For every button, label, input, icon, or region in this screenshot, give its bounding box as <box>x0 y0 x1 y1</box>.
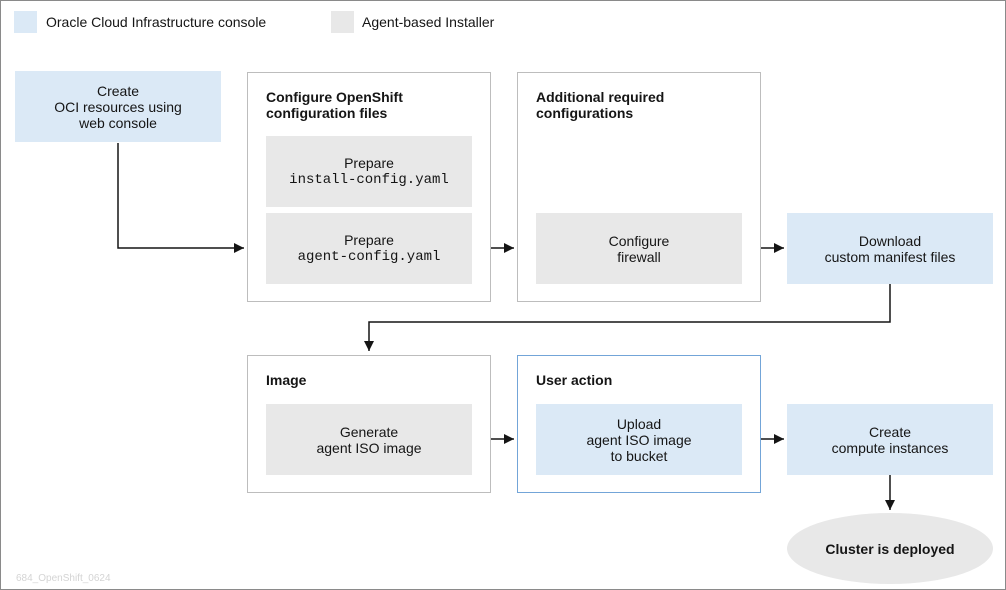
group-image-title: Image <box>266 372 307 388</box>
step-configure-firewall-text: Configure firewall <box>608 232 670 265</box>
install-config-filename: install-config.yaml <box>289 172 449 188</box>
group-additional-configurations-title: Additional required configurations <box>536 89 665 121</box>
step-prepare-install-config: Prepare install-config.yaml <box>266 136 472 207</box>
step-configure-firewall: Configure firewall <box>536 213 742 284</box>
legend-swatch-oci-console <box>14 11 37 33</box>
step-prepare-agent-config: Prepare agent-config.yaml <box>266 213 472 284</box>
step-create-oci-resources: Create OCI resources using web console <box>15 71 221 142</box>
terminal-cluster-deployed: Cluster is deployed <box>787 513 993 584</box>
step-create-oci-resources-text: Create OCI resources using web console <box>54 82 182 131</box>
step-download-manifest-files-text: Download custom manifest files <box>824 232 956 265</box>
step-generate-iso-text: Generate agent ISO image <box>316 423 422 456</box>
step-prepare-agent-config-text: Prepare <box>344 232 394 248</box>
agent-config-filename: agent-config.yaml <box>297 249 441 265</box>
step-create-compute-instances: Create compute instances <box>787 404 993 475</box>
group-user-action-title: User action <box>536 372 613 388</box>
figure-id-watermark: 684_OpenShift_0624 <box>16 573 111 584</box>
arrow-download-to-image <box>364 284 891 351</box>
arrow-oci-to-configure <box>117 143 244 253</box>
step-upload-iso-text: Upload agent ISO image to bucket <box>586 415 692 464</box>
step-download-manifest-files: Download custom manifest files <box>787 213 993 284</box>
legend-swatch-agent-installer <box>331 11 354 33</box>
step-create-compute-instances-text: Create compute instances <box>831 423 949 456</box>
step-generate-iso: Generate agent ISO image <box>266 404 472 475</box>
step-upload-iso: Upload agent ISO image to bucket <box>536 404 742 475</box>
terminal-cluster-deployed-text: Cluster is deployed <box>825 540 955 557</box>
group-configure-openshift-title: Configure OpenShift configuration files <box>266 89 403 121</box>
step-prepare-install-config-text: Prepare <box>344 155 394 171</box>
legend-label-oci-console: Oracle Cloud Infrastructure console <box>46 14 267 30</box>
legend-label-agent-installer: Agent-based Installer <box>362 14 495 30</box>
